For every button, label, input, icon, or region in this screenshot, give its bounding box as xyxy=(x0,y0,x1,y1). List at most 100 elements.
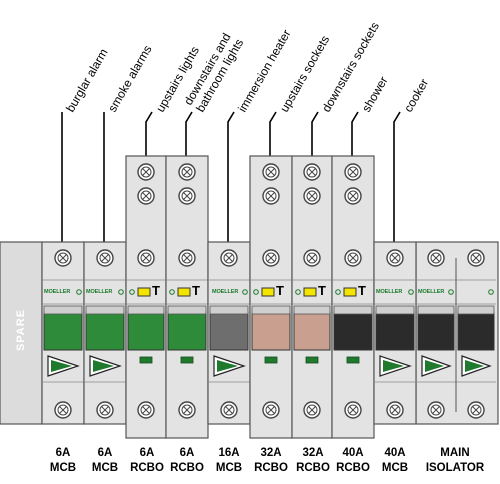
screw-slot xyxy=(142,192,150,200)
screw-slot xyxy=(472,406,480,414)
status-dot xyxy=(118,289,124,295)
arrow-fill xyxy=(383,360,404,372)
terminal xyxy=(344,249,362,267)
rating-label-9: 40A MCB xyxy=(374,446,416,476)
terminal xyxy=(96,249,114,267)
top-terminal xyxy=(344,187,362,205)
test-letter-rcbo-3: T xyxy=(152,283,160,298)
breaker-module-6 xyxy=(249,155,293,439)
leader-lines xyxy=(61,111,401,242)
rating-label-4: 6A RCBO xyxy=(166,446,208,476)
status-dot xyxy=(335,289,341,295)
rating-value: 6A xyxy=(97,447,113,459)
status-dot xyxy=(253,289,259,295)
toggle-lever xyxy=(209,311,249,351)
screw-slot xyxy=(59,406,67,414)
toggle-lever xyxy=(293,311,331,351)
isolator-pole-2 xyxy=(456,249,496,419)
screw-slot xyxy=(183,192,191,200)
top-terminal xyxy=(262,163,280,181)
toggle-lever xyxy=(457,311,495,351)
toggle-lever xyxy=(375,311,415,351)
screw-slot xyxy=(308,406,316,414)
screw-slot xyxy=(391,254,399,262)
rating-value: 40A xyxy=(342,447,364,459)
screw-slot xyxy=(308,254,316,262)
bottom-terminal xyxy=(262,401,280,419)
terminal xyxy=(262,249,280,267)
rating-label-8: 40A RCBO xyxy=(332,446,374,476)
status-dot xyxy=(408,289,414,295)
leader-line-upstairs-lights xyxy=(145,111,153,158)
toggle-cap xyxy=(417,305,455,315)
spare-label: SPARE xyxy=(15,308,27,352)
screw-slot xyxy=(183,406,191,414)
trip-indicator xyxy=(180,356,194,364)
status-dot xyxy=(242,289,248,295)
test-window xyxy=(177,287,191,297)
screw-slot xyxy=(225,406,233,414)
test-letter-rcbo-7: T xyxy=(318,283,326,298)
leader-line-downstairs-bathroom-lights xyxy=(185,111,193,158)
terminal xyxy=(386,249,404,267)
test-window xyxy=(261,287,275,297)
rating-value: 40A xyxy=(384,447,406,459)
status-dot xyxy=(129,289,135,295)
trip-indicator xyxy=(305,356,319,364)
screw-slot xyxy=(142,254,150,262)
status-dot xyxy=(169,289,175,295)
rating-value: 32A xyxy=(302,447,324,459)
breaker-module-9 xyxy=(373,241,417,425)
screw-slot xyxy=(142,168,150,176)
terminal xyxy=(467,249,485,267)
rating-type: RCBO xyxy=(130,462,164,474)
brand-label-isolator: MOELLER xyxy=(418,289,445,295)
brand-label-mcb-1: MOELLER xyxy=(44,289,71,295)
breaker-modules xyxy=(41,155,499,439)
screw-slot xyxy=(183,254,191,262)
rating-type: RCBO xyxy=(336,462,370,474)
rating-type: MCB xyxy=(215,462,243,474)
breaker-module-1 xyxy=(41,241,85,425)
rating-value: 6A xyxy=(55,447,71,459)
bottom-terminal xyxy=(96,401,114,419)
screw-slot xyxy=(183,168,191,176)
rating-type: MCB xyxy=(381,462,409,474)
terminal xyxy=(427,249,445,267)
breaker-module-4 xyxy=(165,155,209,439)
top-terminal xyxy=(262,187,280,205)
trip-indicator xyxy=(139,356,153,364)
screw-slot xyxy=(391,406,399,414)
toggle-lever xyxy=(167,311,207,351)
rating-value: 6A xyxy=(179,447,195,459)
breaker-module-2 xyxy=(83,241,127,425)
screw-slot xyxy=(142,406,150,414)
test-letter-rcbo-8: T xyxy=(358,283,366,298)
rating-type: RCBO xyxy=(170,462,204,474)
top-terminal xyxy=(344,163,362,181)
bottom-terminal xyxy=(303,401,321,419)
status-dot xyxy=(76,289,82,295)
rating-value: 32A xyxy=(260,447,282,459)
breaker-module-5 xyxy=(207,241,251,425)
arrow-fill xyxy=(217,360,238,372)
leader-line-downstairs-sockets xyxy=(311,111,319,158)
bottom-terminal xyxy=(386,401,404,419)
rating-type: ISOLATOR xyxy=(425,462,485,474)
status-dot xyxy=(448,289,454,295)
screw-slot xyxy=(101,406,109,414)
test-letter-rcbo-4: T xyxy=(192,283,200,298)
toggle-cap xyxy=(375,305,415,315)
bottom-terminal xyxy=(220,401,238,419)
breaker-module-3 xyxy=(125,155,167,439)
terminal xyxy=(220,249,238,267)
screw-slot xyxy=(225,254,233,262)
top-terminal xyxy=(137,163,155,181)
leader-line-shower xyxy=(351,111,359,158)
toggle-lever xyxy=(251,311,291,351)
toggle-lever xyxy=(417,311,455,351)
toggle-cap xyxy=(167,305,207,315)
